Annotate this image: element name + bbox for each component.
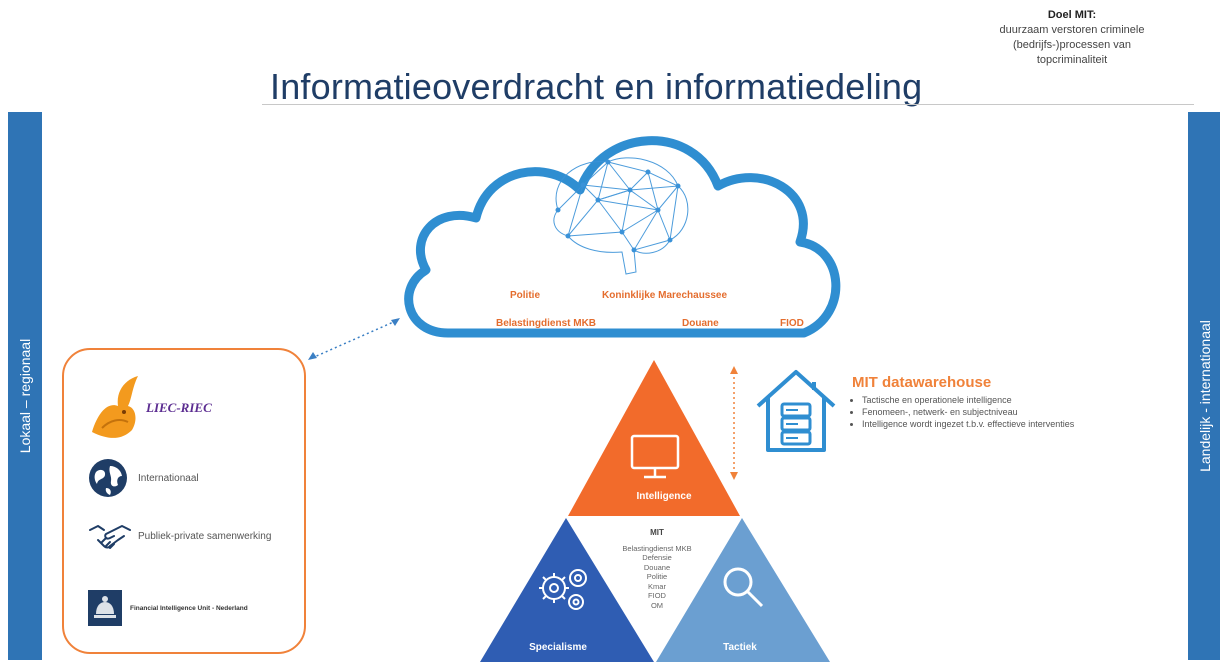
mit-triangle [480, 360, 830, 662]
datawarehouse-bullet: Tactische en operationele intelligence [862, 394, 1074, 406]
goal-heading: Doel MIT: [1047, 9, 1097, 21]
cloud-label-douane: Douane [682, 318, 719, 329]
partner-internationaal: Internationaal [88, 458, 199, 498]
side-bar-left-label: Lokaal – regionaal [17, 338, 33, 454]
side-bar-right-label: Landelijk - internationaal [1197, 320, 1213, 472]
mit-member: OM [650, 600, 664, 610]
triangle-specialisme [480, 518, 654, 662]
mit-member: Douane [643, 562, 671, 572]
monitor-icon [630, 434, 680, 479]
cloud-shape [404, 136, 841, 338]
internationaal-label: Internationaal [138, 472, 199, 484]
gears-icon [539, 569, 587, 610]
cloud-label-fiod: FIOD [780, 318, 804, 329]
label-intelligence: Intelligence [636, 491, 692, 502]
side-bar-left [8, 112, 42, 660]
pps-label: Publiek-private samenwerking [138, 530, 272, 542]
datawarehouse-bullets: Tactische en operationele intelligence F… [848, 394, 1074, 430]
goal-line: topcriminaliteit [1036, 54, 1108, 66]
liec-riec-label: LIEC-RIEC [146, 400, 212, 415]
title-divider [262, 104, 1194, 105]
goal-line: duurzaam verstoren criminele [999, 24, 1145, 36]
triangle-tactiek [656, 518, 830, 662]
datawarehouse-title: MIT datawarehouse [852, 374, 992, 391]
cloud-label-politie: Politie [510, 290, 541, 301]
partner-pps: Publiek-private samenwerking [88, 516, 271, 556]
label-specialisme: Specialisme [529, 642, 587, 653]
handshake-icon [89, 525, 131, 549]
goal-line: (bedrijfs-)processen van [1013, 39, 1131, 51]
partner-fiu: Financial Intelligence Unit - Nederland [88, 588, 248, 628]
cloud-label-kmar: Koninklijke Marechaussee [602, 290, 728, 301]
fiu-label: Financial Intelligence Unit - Nederland [130, 604, 248, 612]
mit-title: MIT [650, 528, 664, 537]
fiu-logo-icon [88, 590, 122, 626]
globe-icon [89, 459, 127, 497]
eagle-logo-icon [92, 376, 138, 438]
vertical-connector-arrow [730, 366, 738, 480]
label-tactiek: Tactiek [723, 642, 757, 653]
mit-member: Politie [646, 572, 668, 581]
mit-member: Defensie [642, 553, 672, 562]
partners-box: LIEC-RIEC Internationaal Publiek-private… [62, 348, 306, 654]
mit-members: MIT Belastingdienst MKB Defensie Douane … [602, 528, 712, 610]
goal-note: Doel MIT: duurzaam verstoren criminele (… [972, 8, 1172, 68]
triangle-center [568, 516, 740, 660]
page-title: Informatieoverdracht en informatiedeling [270, 66, 923, 107]
side-bar-right [1188, 112, 1220, 660]
brain-icon [553, 157, 689, 275]
mit-member: Belastingdienst MKB [622, 543, 692, 553]
mit-member: Kmar [648, 581, 666, 591]
mit-member: FIOD [648, 591, 666, 600]
connector-arrow [308, 318, 400, 360]
house-server-icon [756, 370, 836, 452]
datawarehouse-bullet: Intelligence wordt ingezet t.b.v. effect… [862, 418, 1074, 430]
datawarehouse-bullet: Fenomeen-, netwerk- en subjectniveau [862, 406, 1074, 418]
cloud-label-belastingdienst: Belastingdienst MKB [496, 318, 597, 329]
magnifier-icon [723, 567, 764, 608]
triangle-intelligence [568, 360, 740, 516]
partner-liec-riec: LIEC-RIEC [88, 372, 212, 444]
